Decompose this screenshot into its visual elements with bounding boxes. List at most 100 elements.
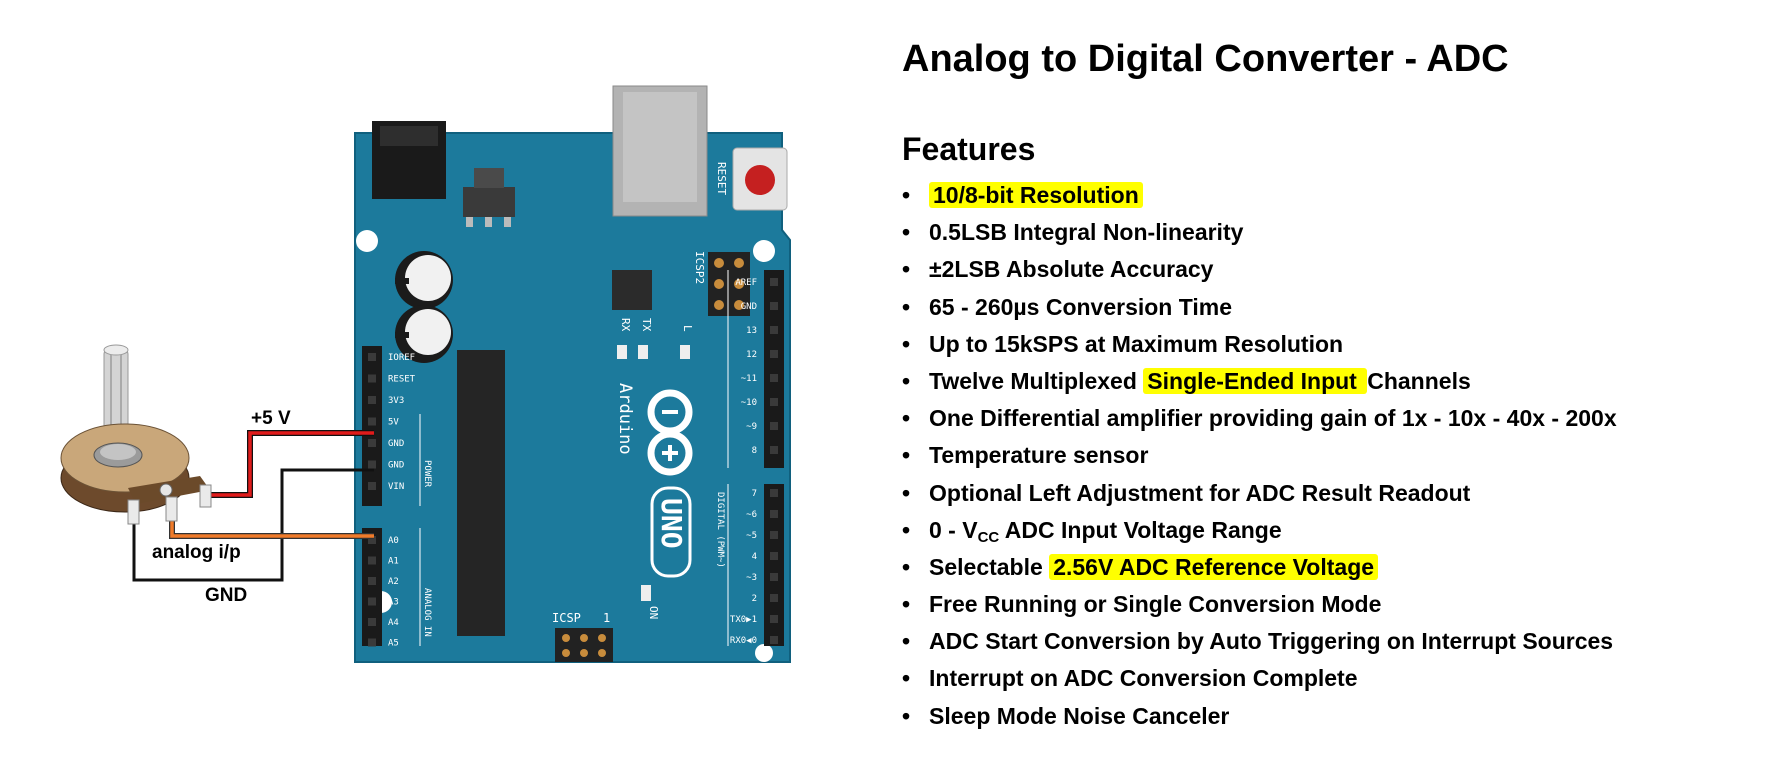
header-pin	[368, 556, 376, 565]
feature-item: One Differential amplifier providing gai…	[902, 400, 1617, 437]
header-pin	[770, 573, 778, 581]
usb-chip	[612, 270, 652, 310]
header-pin	[770, 302, 778, 310]
led-tx	[638, 345, 648, 359]
icsp-header	[555, 628, 613, 662]
feature-text: Twelve Multiplexed	[929, 367, 1144, 394]
arduino-uno-board: RESET RX TX L ON A	[354, 85, 791, 663]
analog-header	[362, 528, 382, 646]
analog-wire	[169, 520, 374, 539]
on-label: ON	[647, 606, 660, 619]
capacitor	[395, 251, 453, 309]
feature-highlight: 2.56V ADC Reference Voltage	[1049, 553, 1379, 580]
pin-label: 4	[752, 552, 757, 562]
potentiometer	[60, 344, 212, 525]
icsp2-label: ICSP2	[693, 251, 706, 284]
power-header	[362, 346, 382, 506]
pin-label: A2	[388, 577, 399, 587]
pin-label: ~11	[741, 374, 757, 384]
pin-label: ~9	[746, 422, 757, 432]
pin-label: AREF	[735, 278, 757, 288]
feature-subscript: CC	[977, 528, 1000, 546]
pin-label: ~10	[741, 398, 757, 408]
header-pin	[368, 638, 376, 647]
capacitor	[395, 305, 453, 363]
feature-text: Selectable	[929, 553, 1050, 580]
header-pin	[770, 446, 778, 454]
mounting-hole	[753, 240, 775, 262]
analog-input-label: analog i/p	[152, 542, 241, 563]
header-pin	[368, 577, 376, 585]
header-pin	[770, 278, 778, 286]
analog-wire	[170, 520, 374, 538]
pin-label: ~6	[746, 510, 757, 520]
analog-section-label: ANALOG IN	[422, 588, 432, 637]
feature-text: Temperature sensor	[929, 442, 1149, 469]
pin-label: 3V3	[388, 396, 404, 406]
feature-text: ADC Input Voltage Range	[999, 516, 1282, 543]
pin-label: A4	[388, 618, 399, 628]
mounting-hole	[356, 230, 378, 252]
arduino-potentiometer-diagram: RESET RX TX L ON A	[60, 85, 791, 663]
pin-label: A0	[388, 536, 399, 546]
gnd-wire-label: GND	[205, 585, 247, 606]
feature-item: Free Running or Single Conversion Mode	[902, 586, 1617, 623]
pin-label: A5	[388, 639, 399, 649]
digital-section-label: DIGITAL (PWM~)	[715, 492, 725, 568]
header-pin	[368, 482, 376, 490]
header-pin	[770, 552, 778, 560]
feature-highlight: 10/8-bit Resolution	[929, 182, 1143, 208]
icsp-pin1-label: 1	[603, 611, 610, 625]
pin-label: A1	[388, 557, 399, 567]
pin-label: RESET	[388, 375, 416, 385]
feature-item: ±2LSB Absolute Accuracy	[902, 251, 1617, 288]
feature-item: Interrupt on ADC Conversion Complete	[902, 660, 1617, 697]
led-rx	[617, 345, 627, 359]
header-pin	[368, 439, 376, 447]
pin-label: 2	[752, 594, 757, 604]
header-pin	[368, 353, 376, 361]
pin-label: VIN	[388, 482, 404, 492]
vcc-wire-label: +5 V	[251, 408, 291, 429]
rx-label: RX	[619, 318, 632, 332]
pin-label: 12	[746, 350, 757, 360]
l-label: L	[681, 325, 694, 332]
pin-label: A3	[388, 598, 399, 608]
feature-list: 10/8-bit Resolution 0.5LSB Integral Non-l…	[902, 177, 1617, 735]
feature-item: Up to 15kSPS at Maximum Resolution	[902, 326, 1617, 363]
led-l	[680, 345, 690, 359]
pin-label: GND	[388, 439, 404, 449]
header-pin	[770, 636, 778, 644]
feature-text: 0 - V	[929, 516, 978, 543]
voltage-regulator	[463, 187, 515, 217]
arduino-wordmark: Arduino	[615, 383, 635, 455]
uno-label: UNO	[655, 498, 688, 549]
pin-label: ~5	[746, 531, 757, 541]
page-title: Analog to Digital Converter - ADC	[902, 38, 1509, 80]
feature-text: 65 - 260µs Conversion Time	[929, 293, 1233, 320]
header-pin	[770, 510, 778, 518]
feature-item: 0.5LSB Integral Non-linearity	[902, 214, 1617, 251]
uno-badge	[650, 486, 692, 578]
header-pin	[770, 422, 778, 430]
pin-label: IOREF	[388, 353, 415, 363]
feature-text: ±2LSB Absolute Accuracy	[929, 256, 1214, 283]
pin-label: ~3	[746, 573, 757, 583]
header-pin	[368, 536, 376, 544]
feature-text: Channels	[1367, 367, 1471, 394]
feature-text: One Differential amplifier providing gai…	[929, 405, 1617, 432]
header-pin	[770, 326, 778, 334]
feature-text: Up to 15kSPS at Maximum Resolution	[929, 330, 1344, 357]
mounting-hole	[755, 644, 773, 662]
tx-label: TX	[640, 318, 653, 332]
pin-label: GND	[741, 302, 757, 312]
header-pin	[770, 531, 778, 539]
feature-text: Optional Left Adjustment for ADC Result …	[929, 479, 1471, 506]
header-pin	[770, 489, 778, 497]
header-pin	[368, 417, 376, 426]
pin-label: 8	[752, 446, 757, 456]
feature-item: ADC Start Conversion by Auto Triggering …	[902, 623, 1617, 660]
digital-header-top	[764, 270, 784, 468]
feature-item: Temperature sensor	[902, 437, 1617, 474]
header-pin	[770, 374, 778, 382]
